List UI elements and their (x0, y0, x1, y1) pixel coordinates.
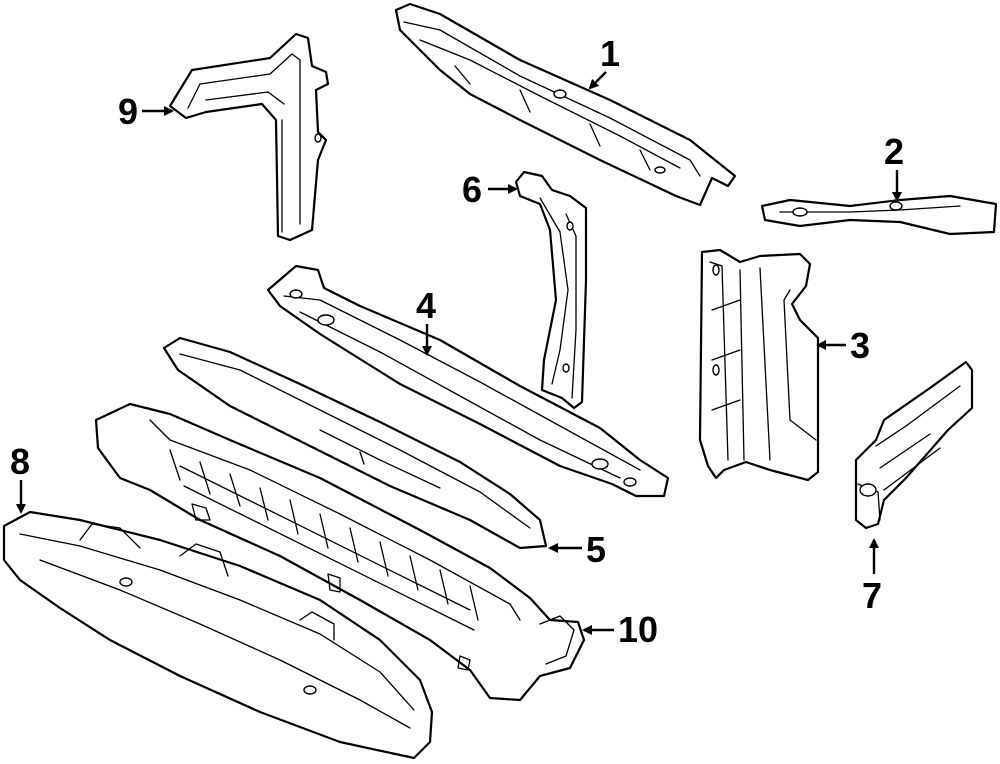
part-9-side-bracket (168, 32, 330, 242)
callout-label-2: 2 (884, 131, 904, 172)
callout-1: 1 (588, 33, 620, 90)
callout-label-3: 3 (850, 325, 870, 366)
callout-6: 6 (462, 169, 518, 210)
callout-label-1: 1 (600, 33, 620, 74)
part-8-lower-undercover (2, 510, 434, 760)
part-10-air-guide-frame (94, 402, 586, 702)
callout-label-6: 6 (462, 169, 482, 210)
callout-3: 3 (816, 325, 870, 366)
callout-label-4: 4 (416, 285, 436, 326)
callout-label-5: 5 (586, 529, 606, 570)
callout-10: 10 (582, 609, 658, 650)
callout-label-10: 10 (618, 609, 658, 650)
callout-4: 4 (416, 285, 436, 356)
part-2-bracket (760, 194, 998, 236)
callout-9: 9 (118, 91, 174, 132)
part-6-vertical-support (514, 170, 588, 410)
callout-8: 8 (10, 441, 30, 514)
part-4-lower-tie-bar (266, 264, 670, 498)
callout-7: 7 (862, 538, 882, 616)
part-3-side-panel (698, 248, 820, 482)
part-7-side-duct (854, 360, 974, 530)
part-5-lower-support (162, 336, 548, 550)
part-1-upper-tie-bar (394, 2, 737, 207)
callout-label-9: 9 (118, 91, 138, 132)
callout-5: 5 (548, 529, 606, 570)
callout-2: 2 (884, 131, 904, 202)
callout-label-8: 8 (10, 441, 30, 482)
callout-label-7: 7 (862, 575, 882, 616)
